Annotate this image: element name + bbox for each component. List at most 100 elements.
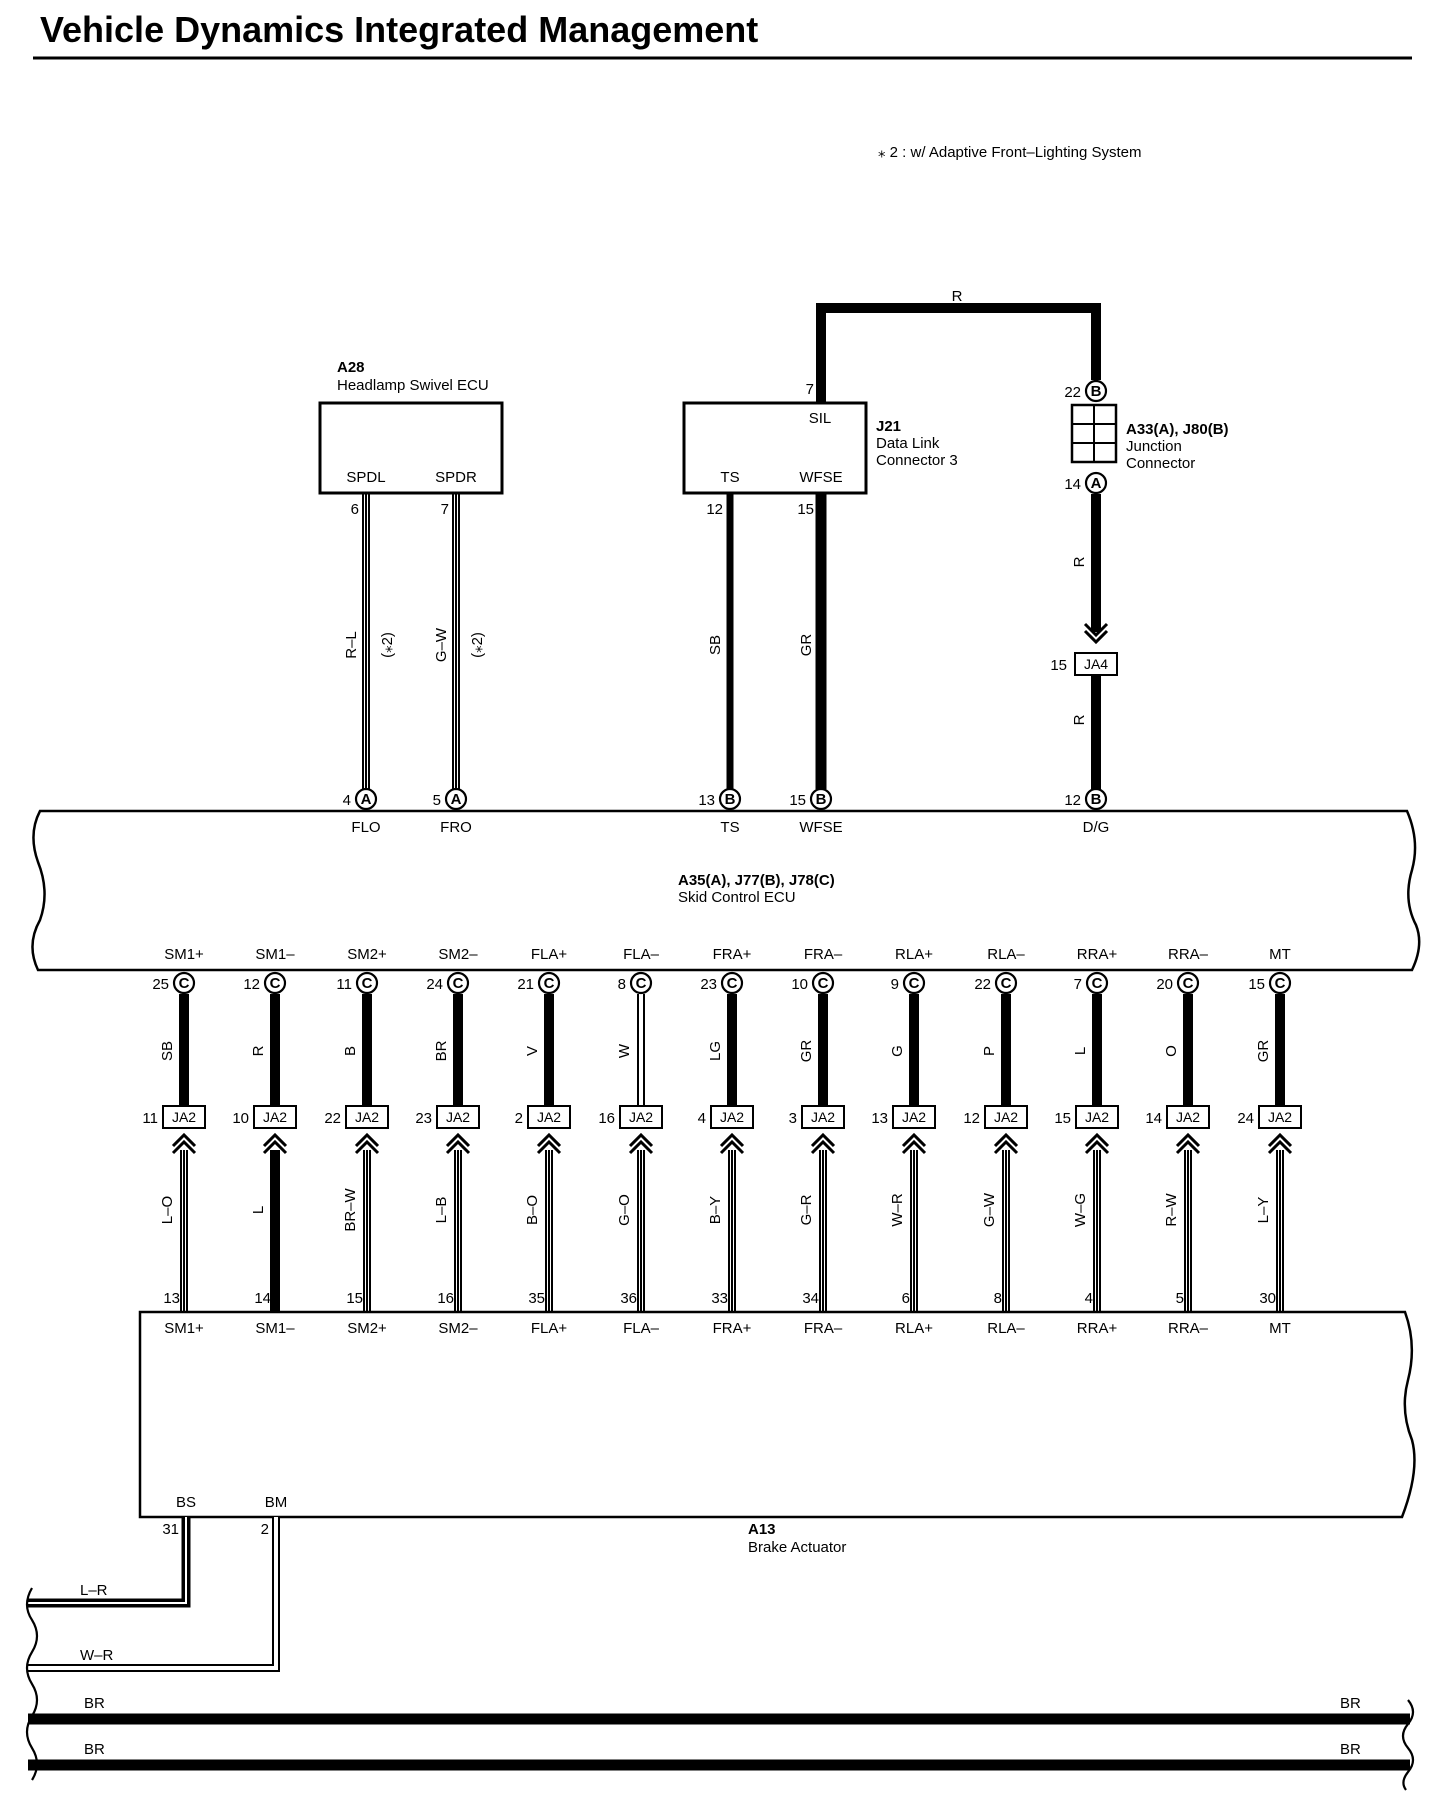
upper-wire-2-dst-pin: 5 [433, 792, 441, 809]
act-out-bm-wire-color: W–R [80, 1647, 114, 1664]
brake-actuator-name: Brake Actuator [748, 1539, 846, 1556]
lower-wire-10-chevron-2 [993, 1139, 1019, 1155]
lower-wire-13-ecu-connector-letter: C [1275, 975, 1286, 992]
lower-wire-4-ecu-connector [446, 971, 470, 995]
lower-wire-2-ecu-terminal: SM1– [255, 946, 295, 963]
sil-top-wire-color: R [952, 288, 963, 305]
lower-wire-7-wire1-color: LG [707, 1041, 724, 1061]
dlc-pin-wfse: WFSE [799, 469, 842, 486]
lower-wire-11-ecu-connector-letter: C [1092, 975, 1103, 992]
lower-wire-1-act-pin: 13 [163, 1290, 180, 1307]
bus-wire-2-left-color: BR [84, 1741, 105, 1758]
lower-wire-3-chevron [354, 1132, 380, 1148]
lower-wire-11-ja2-label: JA2 [1085, 1109, 1109, 1125]
lower-wire-13-wire1-color: GR [1255, 1040, 1272, 1063]
lower-wire-1-ja2-label: JA2 [172, 1109, 196, 1125]
lower-wire-3-ecu-connector [355, 971, 379, 995]
upper-wire-4-src-pin: 15 [797, 501, 814, 518]
lower-wire-2-ecu-pin: 12 [243, 976, 260, 993]
act-out-bs-terminal: BS [176, 1494, 196, 1511]
lower-wire-5-wire1-color: V [524, 1046, 541, 1056]
lower-wire-6-ecu-terminal: FLA– [623, 946, 660, 963]
headlamp-ecu-box [318, 401, 504, 495]
lower-wire-13-ja2-label: JA2 [1268, 1109, 1292, 1125]
lower-wire-5-wire2-color: B–O [524, 1195, 541, 1225]
junction-out-connector-letter: A [1091, 475, 1102, 492]
lower-wire-6-ecu-connector [629, 971, 653, 995]
lower-wire-5-ecu-terminal: FLA+ [531, 946, 568, 963]
lower-wire-10-chevron [993, 1132, 1019, 1148]
lower-wire-10-ja2 [984, 1105, 1028, 1129]
lower-wire-9-ja2 [892, 1105, 936, 1129]
upper-wire-3-color: SB [707, 635, 724, 655]
lower-wire-5-chevron [536, 1132, 562, 1148]
dg-ecu-terminal: D/G [1083, 819, 1110, 836]
headlamp-ecu-id: A28 [337, 359, 365, 376]
lower-wire-4-ja2 [436, 1105, 480, 1129]
upper-wire-4-dst-pin: 15 [789, 792, 806, 809]
lower-wire-13-chevron-2 [1267, 1139, 1293, 1155]
ja4-chevron-2 [1083, 629, 1109, 645]
lower-wire-5-ecu-connector-letter: C [544, 975, 555, 992]
junction-in-connector [1084, 379, 1108, 403]
lower-wire-5-ja2-label: JA2 [537, 1109, 561, 1125]
lower-wire-8-chevron [810, 1132, 836, 1148]
lower-wire-11-ecu-pin: 7 [1074, 976, 1082, 993]
upper-wire-2-ecu-connector-letter: A [451, 791, 462, 808]
break-mark-left [25, 1587, 39, 1781]
dlc-box [682, 401, 868, 495]
lower-wire-3-wire2-color: BR–W [342, 1187, 359, 1231]
lower-wire-4-wire2-color: L–B [433, 1197, 450, 1224]
lower-wire-4-ja2-label: JA2 [446, 1109, 470, 1125]
bus-wire-1-right-color: BR [1340, 1695, 1361, 1712]
lower-wire-6-act-terminal: FLA– [623, 1320, 660, 1337]
lower-wire-1-ecu-connector-letter: C [179, 975, 190, 992]
lower-wire-8-ecu-terminal: FRA– [804, 946, 843, 963]
dlc-name-2: Connector 3 [876, 452, 958, 469]
lower-wire-13-wire2-color: L–Y [1255, 1197, 1272, 1224]
brake-actuator-id: A13 [748, 1521, 776, 1538]
lower-wire-1-ja2 [162, 1105, 206, 1129]
upper-wire-3-ecu-connector-letter: B [725, 791, 736, 808]
lower-wire-11-act-pin: 4 [1085, 1290, 1093, 1307]
lower-wire-9-ecu-pin: 9 [891, 976, 899, 993]
upper-wire-4-ecu-connector [809, 787, 833, 811]
upper-wire-3-src-pin: 12 [706, 501, 723, 518]
lower-wire-7-ecu-connector-letter: C [727, 975, 738, 992]
lower-wire-11-chevron-2 [1084, 1139, 1110, 1155]
lower-wire-3-ja2-label: JA2 [355, 1109, 379, 1125]
lower-wire-6-ja-pin: 16 [598, 1110, 615, 1127]
lower-wire-6-chevron-2 [628, 1139, 654, 1155]
lower-wire-2-ecu-connector [263, 971, 287, 995]
lower-wire-1-ecu-connector [172, 971, 196, 995]
act-out-bs-pin: 31 [162, 1521, 179, 1538]
lower-wire-9-chevron [901, 1132, 927, 1148]
lower-wire-10-wire1-color: P [981, 1046, 998, 1056]
lower-wire-4-ecu-connector-letter: C [453, 975, 464, 992]
wires-layer [28, 303, 1410, 1771]
lower-wire-12-ja-pin: 14 [1145, 1110, 1162, 1127]
upper-wire-1-ecu-connector-letter: A [361, 791, 372, 808]
lower-wire-2-ja2 [253, 1105, 297, 1129]
lower-wire-1-chevron-2 [171, 1139, 197, 1155]
act-out-bm-terminal: BM [265, 1494, 288, 1511]
upper-wire-1-ecu-terminal: FLO [351, 819, 380, 836]
lower-wire-9-act-terminal: RLA+ [895, 1320, 933, 1337]
upper-wire-3-ecu-terminal: TS [720, 819, 739, 836]
lower-wire-12-wire2-color: R–W [1163, 1192, 1180, 1226]
lower-wire-1-wire1-color: SB [159, 1041, 176, 1061]
upper-wire-1-note: (⁎2) [379, 632, 396, 658]
dg-ecu-pin: 12 [1064, 792, 1081, 809]
lower-wire-1-ja-pin: 11 [142, 1110, 158, 1127]
bus-wire-2-right-color: BR [1340, 1741, 1361, 1758]
lower-wire-4-act-terminal: SM2– [438, 1320, 478, 1337]
upper-wire-2-src-pin: 7 [441, 501, 449, 518]
lower-wire-3-ecu-connector-letter: C [362, 975, 373, 992]
lower-wire-8-ja-pin: 3 [789, 1110, 797, 1127]
lower-wire-2-ja-pin: 10 [232, 1110, 249, 1127]
junction-out-connector [1084, 471, 1108, 495]
lower-wire-3-wire1-color: B [342, 1046, 359, 1056]
lower-wire-9-ja-pin: 13 [871, 1110, 888, 1127]
lower-wire-6-wire1-color: W [616, 1043, 633, 1058]
